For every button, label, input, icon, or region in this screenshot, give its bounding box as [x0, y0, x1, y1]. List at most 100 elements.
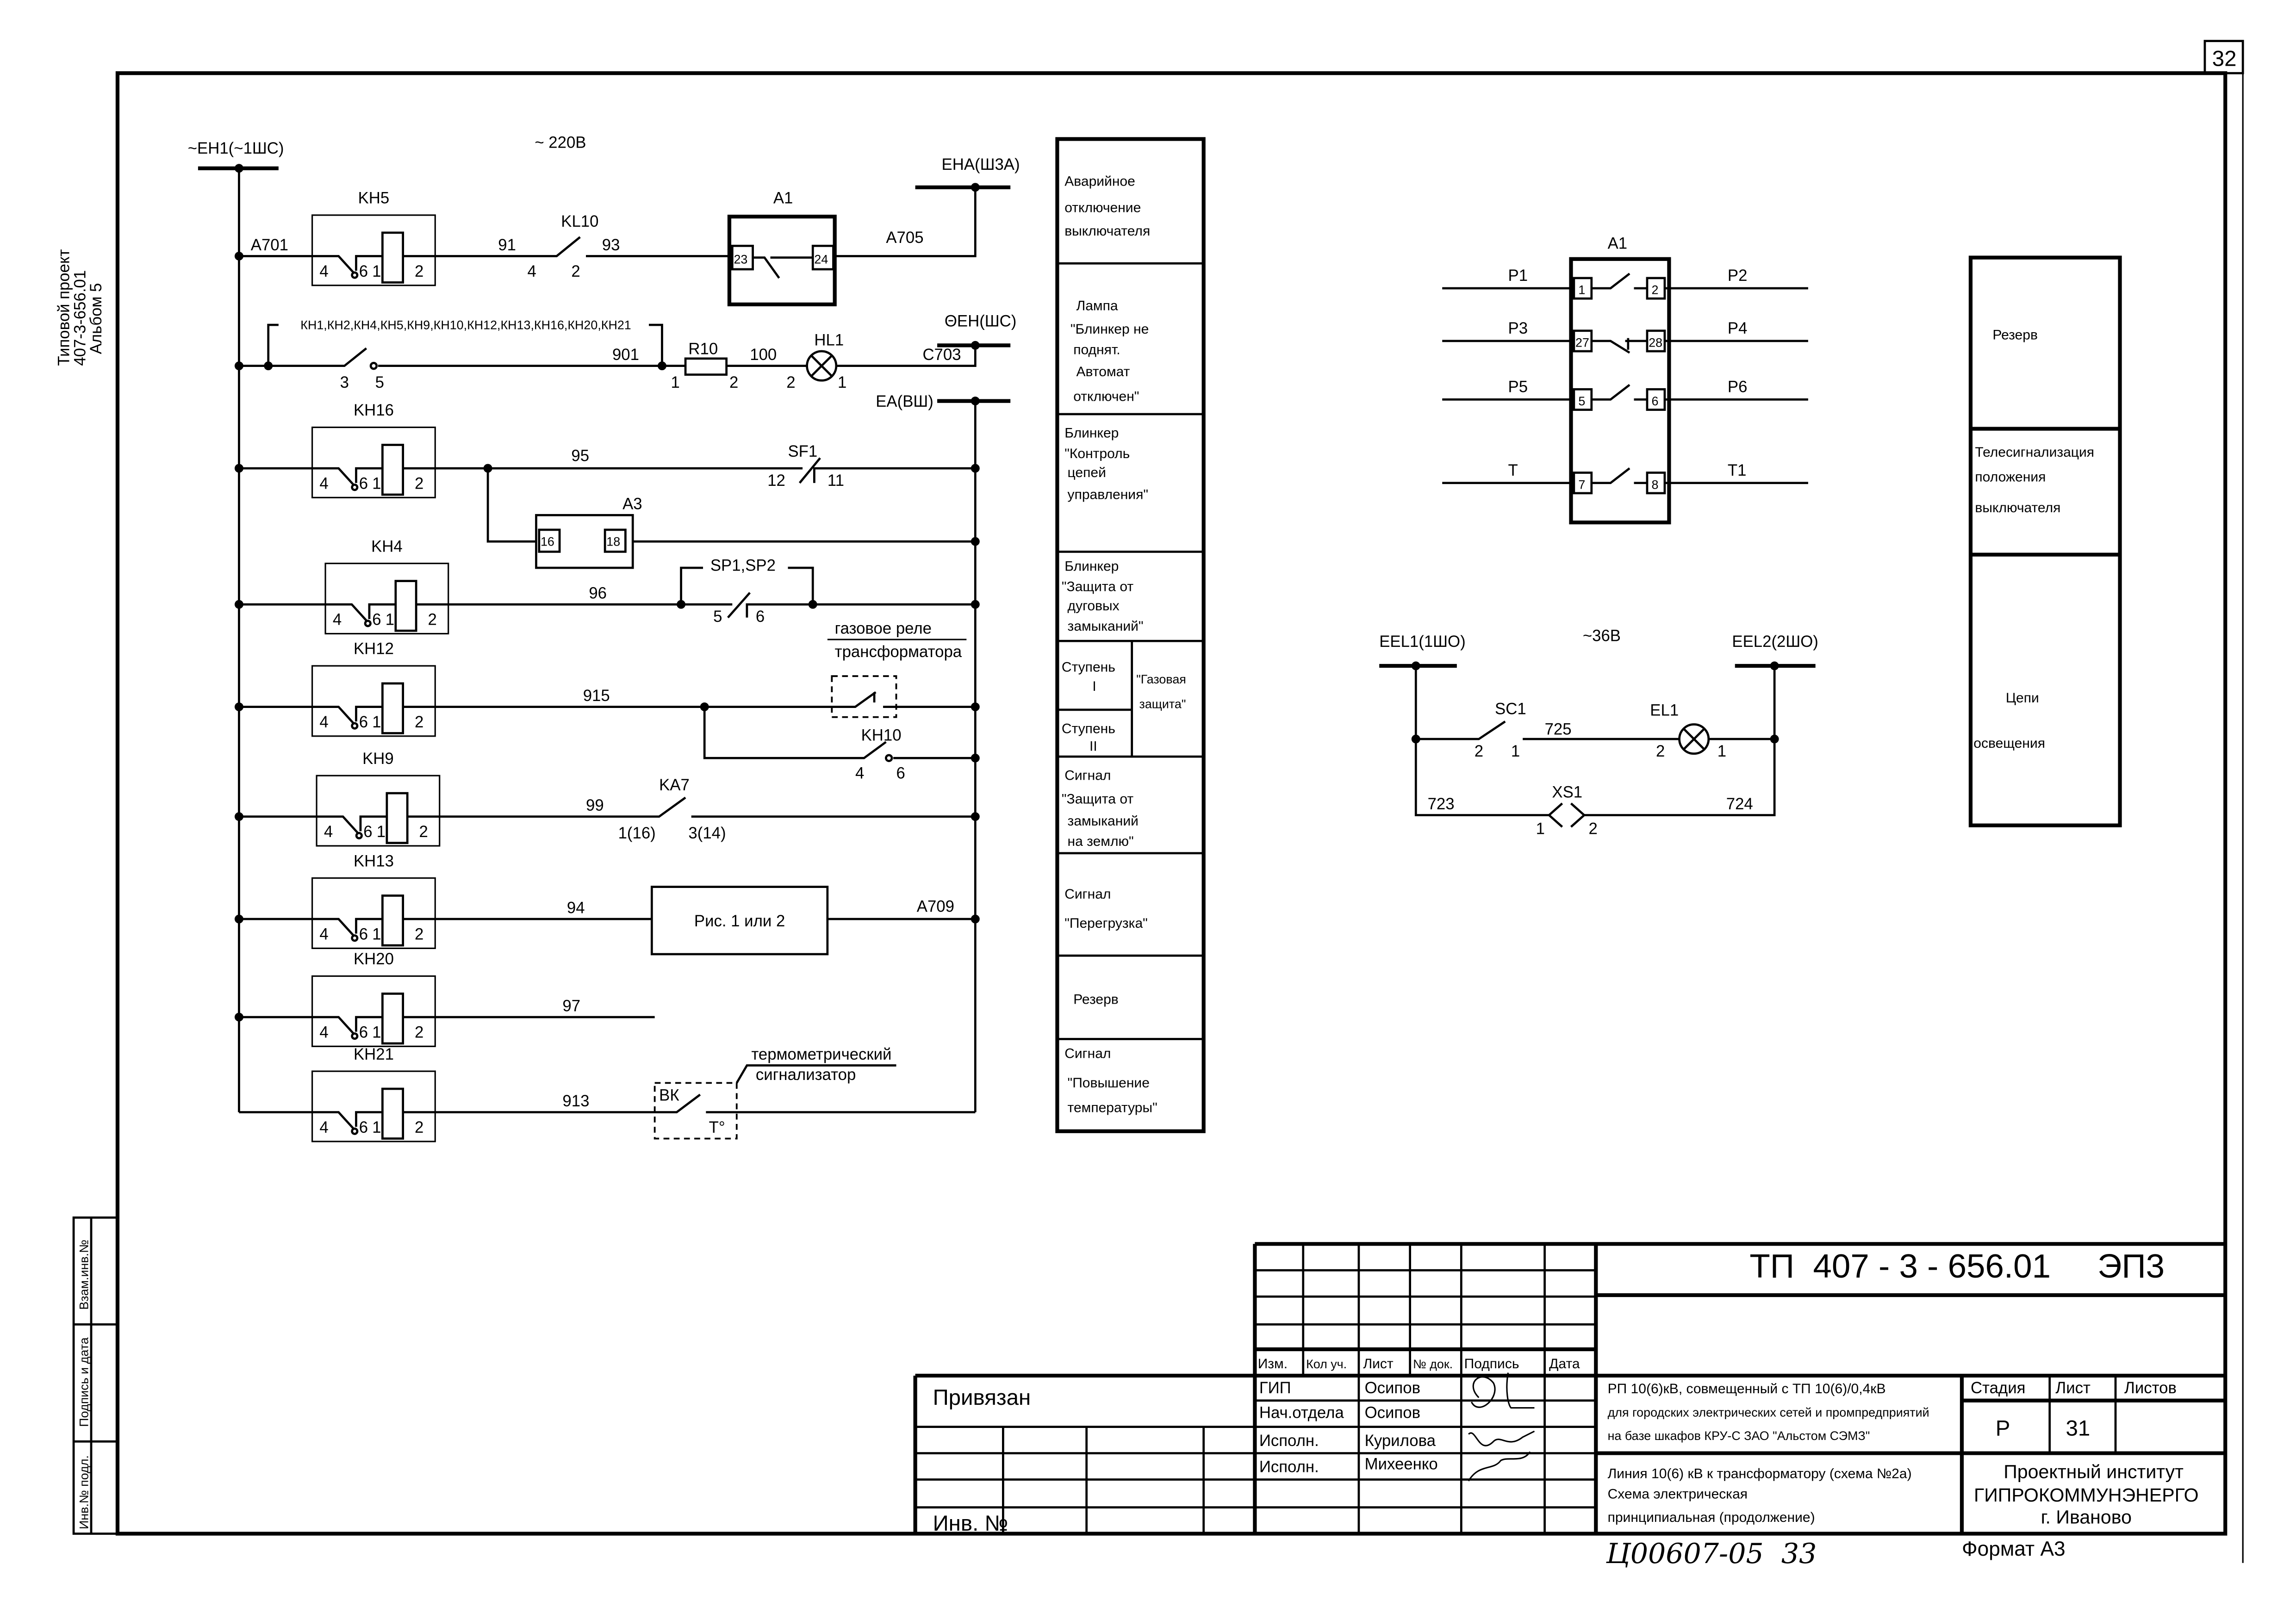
relay-contact: [312, 1016, 436, 1034]
staff-role-3: Исполн.: [1259, 1432, 1319, 1450]
kh10-label: KH10: [861, 726, 902, 744]
legend-stage2-line-2: II: [1089, 738, 1097, 754]
relay-terminal: 2: [415, 475, 423, 492]
sp-terminal-5: 5: [713, 608, 722, 626]
legend-8-line-1: Резерв: [1073, 992, 1119, 1007]
relay-terminal: 1: [372, 714, 381, 731]
legend-2-line-4: Автомат: [1076, 364, 1130, 379]
wire-97: 97: [562, 997, 580, 1015]
purpose-telesignal-2: положения: [1975, 470, 2046, 485]
buses: [198, 164, 1011, 1112]
relay-box: [311, 1070, 436, 1142]
relay-terminal: 6: [359, 263, 368, 280]
legend-4-line-4: замыканий": [1068, 619, 1144, 634]
terminal-3: 3: [340, 374, 349, 391]
eel1-label: EEL1(1ШО): [1379, 633, 1465, 651]
relay-label: KH16: [354, 402, 394, 419]
project-desc-1: РП 10(6)кВ, совмещенный с ТП 10(6)/0,4кВ: [1608, 1381, 1886, 1396]
staff-role-4: Исполн.: [1259, 1458, 1319, 1476]
staff-name-1: Осипов: [1365, 1379, 1420, 1397]
a1-contact: [1591, 467, 1647, 484]
legend-2-line-3: поднят.: [1073, 342, 1120, 357]
purpose-telesignal-1: Телесигнализация: [1975, 445, 2094, 460]
relay-contact-point: [351, 934, 359, 942]
sheet-value: 31: [2066, 1416, 2091, 1441]
figure-reference-box: Рис. 1 или 2: [694, 912, 785, 930]
purpose-reserve: Резерв: [1992, 328, 2038, 343]
document-code: ТП 407 - 3 - 656.01 ЭП3: [1749, 1247, 2165, 1285]
wire-a705: А705: [886, 229, 923, 247]
lighting-circuit: [1379, 661, 1816, 828]
a1-terminal-in: 7: [1578, 478, 1585, 491]
staff-role-1: ГИП: [1259, 1379, 1291, 1397]
side-stamps: Взам.инв.№ Подпись и дата Инв.№ подл.: [72, 1216, 119, 1535]
stage-value: Р: [1996, 1416, 2010, 1441]
a1-left-label: Р5: [1508, 379, 1528, 396]
wire-723: 723: [1428, 795, 1455, 813]
wire-725: 725: [1545, 721, 1572, 738]
relay-terminal: 6: [359, 714, 368, 731]
bus-en-label: ΘЕН(ШС): [945, 312, 1016, 330]
relay-contact-point: [364, 620, 372, 627]
legend-2-line-5: отключен": [1073, 389, 1139, 404]
wire-c703: С703: [922, 346, 961, 364]
sf1-terminal-11: 11: [828, 472, 844, 490]
relay-contact: [325, 603, 448, 621]
relay-contact: [312, 706, 436, 724]
relay-terminal: 1: [372, 263, 381, 280]
row-kh20: [234, 1012, 655, 1022]
relay-terminal: 6: [359, 1024, 368, 1041]
xs1-terminal-1: 1: [1536, 820, 1545, 838]
staff-name-2: Осипов: [1365, 1404, 1420, 1422]
header-signature: Подпись: [1464, 1356, 1519, 1371]
relay-terminal: 2: [419, 823, 428, 841]
relay-contact: [312, 918, 436, 936]
wire-91: 91: [498, 236, 516, 254]
sc1-terminal-2: 2: [1475, 743, 1483, 760]
a1-terminal-out: 2: [1651, 283, 1658, 297]
relay-terminal: 6: [372, 611, 381, 628]
legend-3-line-4: управления": [1068, 487, 1148, 502]
wire-913: 913: [562, 1092, 589, 1110]
a1-contact: [1591, 384, 1647, 401]
a1-contact: [1591, 338, 1647, 354]
relay-terminal: 4: [319, 1024, 328, 1041]
r10-terminal-2: 2: [729, 374, 738, 391]
relay-contact: [317, 815, 440, 834]
el1-terminal-2: 2: [1656, 743, 1665, 760]
relay-box: [311, 665, 436, 737]
kl10-terminal-4: 4: [528, 263, 536, 280]
legend-stage1-line-1: Ступень: [1062, 660, 1115, 675]
legend-2-line-1: Лампа: [1076, 298, 1118, 313]
sheet-title-1: Линия 10(6) кВ к трансформатору (схема №…: [1608, 1466, 1912, 1481]
a1-right-label: Т1: [1728, 462, 1747, 479]
a1-right-label: Р2: [1728, 267, 1748, 285]
relay-terminal: 4: [333, 611, 342, 628]
relay-coil: [381, 231, 404, 284]
side-text-1: Типовой проект: [56, 249, 73, 366]
wire-93: 93: [602, 236, 620, 254]
row-kh21: [239, 1064, 976, 1140]
legend-3-line-2: "Контроль: [1064, 446, 1130, 461]
legend-6-line-4: на землю": [1068, 834, 1134, 849]
legend-6-line-1: Сигнал: [1064, 768, 1111, 783]
gas-relay-label-1: газовое реле: [835, 620, 932, 637]
handwritten-number: Ц00607-05 33: [1605, 1538, 1817, 1570]
relay-terminal: 4: [319, 925, 328, 943]
relay-coil: [381, 1087, 404, 1140]
institute-2: ГИПРОКОММУНЭНЕРГО: [1974, 1484, 2199, 1506]
r10-label: R10: [688, 340, 718, 358]
project-desc-3: на базе шкафов КРУ-С ЗАО "Альстом СЭМЗ": [1608, 1429, 1870, 1443]
legend-3-line-1: Блинкер: [1064, 426, 1119, 441]
row-kh4: [234, 566, 980, 619]
stamp-inv-original: Инв.№ подл.: [77, 1455, 91, 1529]
purpose-lighting-2: освещения: [1973, 736, 2045, 751]
relay-label: KH9: [362, 750, 394, 768]
a1-terminal-out: 28: [1649, 336, 1662, 350]
sf1-label: SF1: [788, 443, 817, 460]
side-project-text: Типовой проект 407-3-656.01 Альбом 5: [56, 249, 106, 366]
